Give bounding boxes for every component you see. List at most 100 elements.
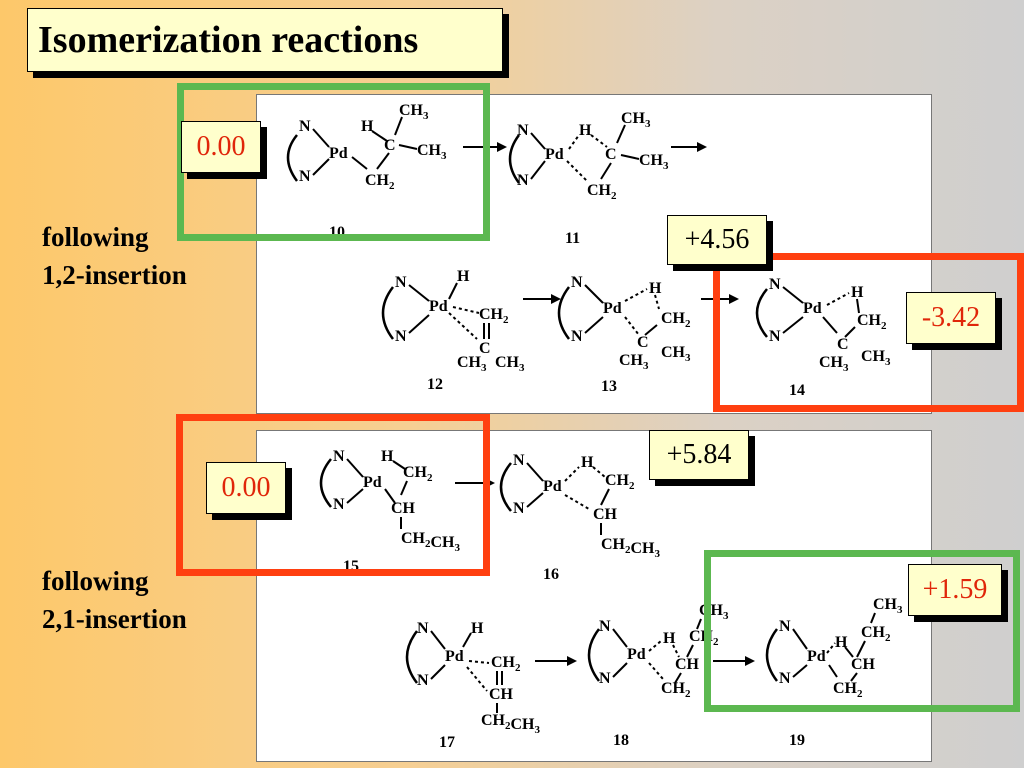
svg-text:H: H	[581, 454, 594, 471]
svg-text:N: N	[395, 328, 407, 345]
label-2-1-insertion: following 2,1-insertion	[42, 562, 187, 638]
svg-text:C: C	[637, 334, 649, 351]
label-1-2-line1: following	[42, 222, 149, 252]
svg-text:N: N	[395, 274, 407, 291]
label-2-1-line1: following	[42, 566, 149, 596]
energy-compound-15: 0.00	[206, 462, 286, 514]
svg-text:N: N	[517, 122, 529, 139]
compound-label-17: 17	[439, 734, 455, 751]
energy-value: +4.56	[684, 224, 750, 255]
svg-text:N: N	[417, 672, 429, 689]
compound-18: N N Pd H CH3 CH2 CH CH2 18	[587, 602, 729, 749]
svg-text:H: H	[579, 122, 592, 139]
svg-text:N: N	[571, 328, 583, 345]
svg-text:CH3: CH3	[621, 110, 651, 130]
svg-text:Pd: Pd	[627, 646, 646, 663]
svg-text:CH2: CH2	[857, 312, 887, 332]
compound-label-14: 14	[789, 382, 805, 399]
energy-compound-19: +1.59	[908, 564, 1002, 616]
svg-text:CH3: CH3	[399, 102, 429, 122]
svg-text:N: N	[599, 618, 611, 635]
svg-text:CH2: CH2	[403, 464, 433, 484]
svg-text:CH2: CH2	[661, 680, 691, 700]
energy-value: -3.42	[921, 302, 981, 333]
svg-text:CH3: CH3	[873, 596, 903, 616]
svg-text:Pd: Pd	[445, 648, 464, 665]
title-text: Isomerization reactions	[38, 19, 419, 61]
svg-text:CH3: CH3	[819, 354, 849, 374]
compound-label-18: 18	[613, 732, 629, 749]
svg-text:CH2CH3: CH2CH3	[481, 712, 541, 736]
svg-text:CH2: CH2	[479, 306, 509, 326]
svg-text:N: N	[299, 168, 311, 185]
compound-14: N N Pd H CH2 C CH3 CH3 14	[755, 276, 891, 399]
svg-text:CH3: CH3	[639, 152, 669, 172]
compound-12: N N Pd H CH2 C CH3 CH3 12	[381, 268, 525, 393]
svg-text:CH3: CH3	[619, 352, 649, 372]
svg-text:CH2: CH2	[833, 680, 863, 700]
svg-text:CH2CH3: CH2CH3	[601, 536, 661, 560]
svg-text:H: H	[457, 268, 470, 285]
svg-text:N: N	[779, 670, 791, 687]
svg-text:N: N	[769, 328, 781, 345]
svg-text:N: N	[333, 448, 345, 465]
svg-text:CH: CH	[489, 686, 514, 703]
lower-scheme-drawing: N N Pd H CH2 CH CH2CH3 15 N N Pd H	[319, 448, 903, 751]
svg-text:N: N	[333, 496, 345, 513]
svg-text:N: N	[779, 618, 791, 635]
svg-text:N: N	[513, 500, 525, 517]
svg-text:CH: CH	[851, 656, 876, 673]
svg-text:Pd: Pd	[543, 478, 562, 495]
energy-compound-14: -3.42	[906, 292, 996, 344]
svg-text:CH3: CH3	[417, 142, 447, 162]
svg-text:N: N	[513, 452, 525, 469]
svg-text:CH3: CH3	[495, 354, 525, 374]
svg-text:CH3: CH3	[661, 344, 691, 364]
label-1-2-line2: 1,2-insertion	[42, 260, 187, 290]
svg-text:CH2: CH2	[365, 172, 395, 192]
svg-text:N: N	[769, 276, 781, 293]
svg-text:Pd: Pd	[329, 145, 348, 162]
svg-text:C: C	[837, 336, 849, 353]
svg-text:CH2: CH2	[605, 472, 635, 492]
page-title: Isomerization reactions	[27, 8, 503, 72]
svg-text:H: H	[381, 448, 394, 465]
svg-text:CH3: CH3	[861, 348, 891, 368]
energy-value: +1.59	[922, 574, 988, 605]
svg-text:H: H	[835, 634, 848, 651]
svg-text:CH2: CH2	[491, 654, 521, 674]
svg-text:CH: CH	[675, 656, 700, 673]
upper-scheme-drawing: N N Pd H C CH3 CH3 CH2 10 N N Pd	[286, 102, 891, 399]
compound-label-12: 12	[427, 376, 443, 393]
svg-text:CH3: CH3	[457, 354, 487, 374]
energy-value: 0.00	[196, 131, 246, 162]
svg-text:C: C	[479, 340, 491, 357]
label-2-1-line2: 2,1-insertion	[42, 604, 187, 634]
svg-text:Pd: Pd	[603, 300, 622, 317]
energy-compound-16: +5.84	[649, 430, 749, 480]
svg-text:N: N	[571, 274, 583, 291]
energy-compound-11: +4.56	[667, 215, 767, 265]
compound-19: N N Pd H CH3 CH2 CH CH2 19	[765, 596, 903, 749]
svg-text:H: H	[471, 620, 484, 637]
svg-text:Pd: Pd	[807, 648, 826, 665]
svg-text:CH2: CH2	[587, 182, 617, 202]
compound-11: N N Pd H C CH3 CH3 CH2 11	[508, 110, 669, 247]
svg-text:N: N	[599, 670, 611, 687]
svg-text:Pd: Pd	[545, 146, 564, 163]
highlight-compound-19	[704, 550, 1020, 712]
svg-text:H: H	[851, 284, 864, 301]
highlight-compound-10	[177, 83, 490, 241]
label-1-2-insertion: following 1,2-insertion	[42, 218, 187, 294]
svg-text:Pd: Pd	[803, 300, 822, 317]
energy-value: 0.00	[221, 472, 271, 503]
compound-label-11: 11	[565, 230, 580, 247]
compound-10: N N Pd H C CH3 CH3 CH2 10	[286, 102, 447, 241]
svg-text:N: N	[299, 118, 311, 135]
compound-label-16: 16	[543, 566, 559, 583]
svg-text:Pd: Pd	[363, 474, 382, 491]
svg-text:CH: CH	[391, 500, 416, 517]
energy-compound-10: 0.00	[181, 121, 261, 173]
compound-16: N N Pd H CH2 CH CH2CH3 16	[499, 452, 661, 583]
compound-13: N N Pd H CH2 C CH3 CH3 13	[557, 274, 691, 395]
